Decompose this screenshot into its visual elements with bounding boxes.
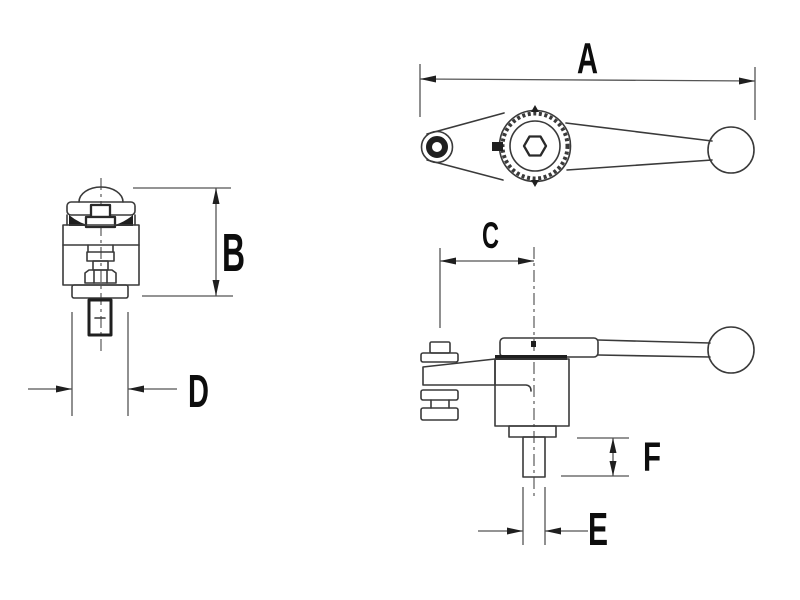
spool-and-nut <box>84 244 117 284</box>
dim-e-arrow-left <box>507 527 523 535</box>
support-arm <box>422 358 496 386</box>
side-view-clamp: C <box>420 215 755 555</box>
lever-edge <box>566 159 713 171</box>
dim-c-arrow-left <box>440 257 456 265</box>
lever-hub-side <box>499 337 599 358</box>
dimension-b: B <box>133 187 245 297</box>
lever-edge <box>565 122 713 142</box>
dimension-d: D <box>28 312 209 417</box>
top-view-hub <box>492 105 572 187</box>
hub-tab-lower <box>84 215 117 229</box>
dim-c-arrow-right <box>518 257 534 265</box>
knurled-washer-interface <box>495 355 567 360</box>
jam-nut-upper <box>420 389 459 401</box>
dim-b-arrow-top <box>212 188 220 204</box>
hub-inner-circle <box>509 120 561 172</box>
ball-knob-side <box>707 326 755 374</box>
bolt-top-nut <box>420 352 459 363</box>
hub-tick-top <box>531 105 539 112</box>
handle-top-edge <box>597 339 711 344</box>
dim-c-label: C <box>482 215 499 256</box>
hub-tick-bottom <box>531 180 539 187</box>
handle-bottom-edge <box>597 354 711 358</box>
top-view-lever-body <box>420 112 755 181</box>
dimension-c: C <box>439 215 534 328</box>
arm-slot-line <box>494 384 532 392</box>
top-view-lever: A <box>419 34 756 187</box>
dimension-a: A <box>419 34 756 120</box>
dim-a-arrow-left <box>420 75 436 83</box>
dim-f-label: F <box>643 434 661 480</box>
dim-e-arrow-right <box>545 527 561 535</box>
lever-arm-shadow-left <box>69 215 92 226</box>
dim-a-label: A <box>577 34 598 83</box>
front-view-clamp: B D <box>28 178 245 417</box>
lever-edge <box>426 159 504 181</box>
stud-side <box>522 436 546 478</box>
collar-side <box>508 425 557 438</box>
dim-b-arrow-bottom <box>212 280 220 296</box>
hex-nut-front <box>84 269 117 284</box>
dim-a-arrow-right <box>739 77 755 85</box>
pivot-eye-outline <box>420 130 454 164</box>
hub-knurl-ring <box>500 111 570 181</box>
dim-d-arrow-left <box>56 385 72 393</box>
body-side <box>494 358 570 427</box>
dim-f-arrow-top <box>609 438 617 453</box>
dimension-e: E <box>478 487 608 555</box>
dim-d-arrow-right <box>128 385 144 393</box>
side-view-lever <box>495 326 755 374</box>
hub-side-tab <box>492 142 503 151</box>
dimension-f: F <box>561 434 661 480</box>
ball-knob-top <box>707 126 755 174</box>
lever-arm-shadow-right <box>110 215 133 226</box>
ball-knob-front <box>78 186 124 203</box>
dim-f-arrow-bottom <box>609 461 617 476</box>
hub-tab-upper <box>89 203 112 219</box>
bolt-head <box>429 341 451 354</box>
side-view-body <box>494 358 570 478</box>
dim-e-label: E <box>588 503 608 555</box>
jam-nut-lower <box>420 407 459 421</box>
stud-front <box>87 298 113 337</box>
adjusting-bolt-assembly <box>420 341 496 421</box>
hub-center-mark <box>531 341 536 347</box>
dim-b-label: B <box>222 223 245 283</box>
lever-edge <box>426 112 505 135</box>
collar-front <box>71 284 129 299</box>
pivot-eye-bore <box>426 136 448 158</box>
dim-a-line <box>419 78 756 82</box>
hex-socket <box>522 135 548 157</box>
dim-d-label: D <box>188 365 209 417</box>
